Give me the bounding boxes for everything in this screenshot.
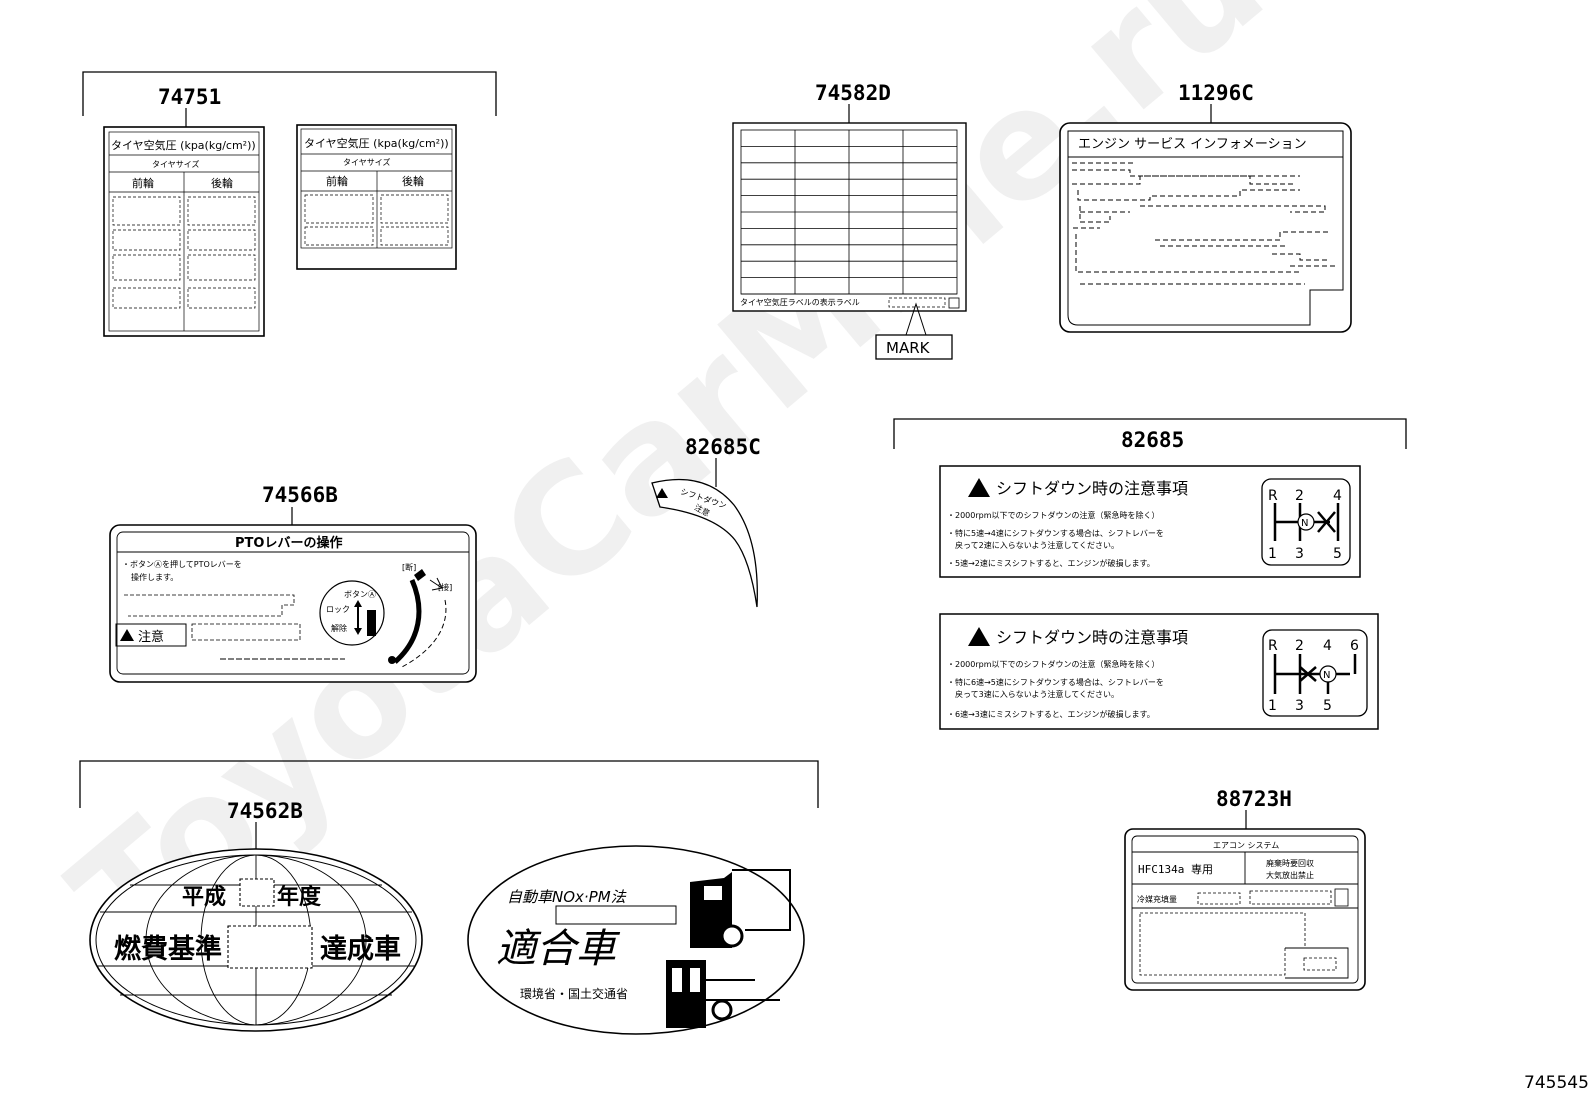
shift5-gear-r: R	[1268, 488, 1278, 504]
illustration-id: 745545	[1524, 1073, 1589, 1093]
shift5-line3: 戻って2速に入らないよう注意してください。	[955, 540, 1119, 550]
group-74562B: 74562B 平成 年度 燃費基準 達成車 自動車N	[79, 760, 819, 1035]
part-number-88723H[interactable]: 88723H	[1216, 787, 1292, 811]
tire-label-title-b: タイヤ空気圧 (kpa(kg/cm²))	[304, 136, 449, 150]
label-74582D-footer: タイヤ空気圧ラベルの表示ラベル	[740, 297, 860, 307]
group-82685C: 82685C シフトダウン 注意	[651, 435, 761, 608]
shift6-line4: ・6速→3速にミスシフトすると、エンジンが破損します。	[947, 709, 1155, 719]
shift5-gear-4: 4	[1333, 488, 1342, 504]
nox-pm-sticker: 自動車NOx·PM法 適合車 環境省・国土交通省	[467, 845, 805, 1035]
fuel-left-text: 燃費基準	[114, 933, 222, 965]
tire-pressure-label-b: タイヤ空気圧 (kpa(kg/cm²)) タイヤサイズ 前輪 後輪	[296, 124, 457, 270]
pto-lever-illustration: ボタンⒶ ロック 解除 [断] [接]	[319, 562, 452, 669]
group-11296C: 11296C エンジン サービス インフォメーション	[1059, 81, 1352, 333]
shift5-line4: ・5速→2速にミスシフトすると、エンジンが破損します。	[947, 558, 1155, 568]
shift5-line1: ・2000rpm以下でのシフトダウンの注意（緊急時を除く）	[947, 510, 1160, 520]
mark-callout[interactable]: MARK	[875, 334, 953, 360]
shift6-line3: 戻って3速に入らないよう注意してください。	[955, 689, 1119, 699]
shift5-gear-1: 1	[1268, 546, 1277, 562]
bus-icon	[666, 960, 780, 1028]
fuel-economy-sticker: 平成 年度 燃費基準 達成車	[89, 848, 423, 1032]
front-wheel-label: 前輪	[132, 176, 154, 190]
group-82685: 82685 シフトダウン時の注意事項 ・2000rpm以下でのシフトダウンの注意…	[893, 418, 1407, 730]
shift6-line1: ・2000rpm以下でのシフトダウンの注意（緊急時を除く）	[947, 659, 1160, 669]
group-74751: 74751 タイヤ空気圧 (kpa(kg/cm²)) タイヤサイズ 前輪 後輪	[82, 71, 497, 337]
shift6-gear-3: 3	[1295, 698, 1304, 714]
aircon-refrigerant: HFC134a 専用	[1138, 863, 1213, 876]
shift5-gear-3: 3	[1295, 546, 1304, 562]
aircon-recover2: 大気放出禁止	[1266, 870, 1314, 880]
pto-title: PTOレバーの操作	[235, 535, 342, 551]
nox-footer: 環境省・国土交通省	[520, 986, 628, 1001]
shift-title-6: シフトダウン時の注意事項	[996, 628, 1188, 647]
shift5-neutral: N	[1301, 518, 1308, 529]
shift-caution-label-5speed: シフトダウン時の注意事項 ・2000rpm以下でのシフトダウンの注意（緊急時を除…	[939, 465, 1361, 578]
part-number-74566B[interactable]: 74566B	[262, 483, 338, 507]
fuel-line1b: 年度	[277, 884, 322, 910]
tire-pressure-label-a: タイヤ空気圧 (kpa(kg/cm²)) タイヤサイズ 前輪 後輪	[103, 126, 265, 337]
pto-release-label: 解除	[331, 623, 347, 633]
shift-caution-label-6speed: シフトダウン時の注意事項 ・2000rpm以下でのシフトダウンの注意（緊急時を除…	[939, 613, 1379, 730]
nox-line1: 自動車NOx·PM法	[507, 888, 627, 906]
tire-size-label-b: タイヤサイズ	[343, 157, 391, 167]
engine-info-title: エンジン サービス インフォメーション	[1078, 137, 1307, 152]
pto-disengage-label: [断]	[402, 562, 416, 572]
shift6-gear-6: 6	[1350, 638, 1359, 654]
group-88723H: 88723H エアコン システム HFC134a 専用 廃棄時要回収 大気放出禁…	[1124, 787, 1366, 991]
shift5-line2: ・特に5速→4速にシフトダウンする場合は、シフトレバーを	[947, 528, 1164, 538]
shift5-gear-2: 2	[1295, 488, 1304, 504]
pto-line2: 操作します。	[131, 572, 178, 582]
shift6-line2: ・特に6速→5速にシフトダウンする場合は、シフトレバーを	[947, 677, 1164, 687]
shift6-gear-2: 2	[1295, 638, 1304, 654]
pto-line1: ・ボタンⒶを押してPTOレバーを	[122, 559, 242, 569]
part-number-11296C[interactable]: 11296C	[1178, 81, 1254, 105]
pto-button-label: ボタンⒶ	[344, 590, 376, 599]
truck-icon	[690, 869, 791, 948]
mark-label: MARK	[886, 339, 931, 357]
shift-title-5: シフトダウン時の注意事項	[996, 479, 1188, 498]
fuel-line1a: 平成	[182, 885, 226, 910]
group-74582D: 74582D タイヤ空気圧ラベルの表示ラベル MARK	[732, 81, 967, 360]
shift6-neutral: N	[1323, 670, 1330, 681]
front-wheel-label-b: 前輪	[326, 174, 348, 188]
nox-main: 適合車	[496, 926, 621, 972]
shift5-gear-5: 5	[1333, 546, 1342, 562]
pto-caution: 注意	[138, 629, 164, 645]
group-74566B: 74566B PTOレバーの操作 ・ボタンⒶを押してPTOレバーを 操作します。…	[109, 483, 477, 683]
shift6-gear-r: R	[1268, 638, 1278, 654]
aircon-recover1: 廃棄時要回収	[1266, 858, 1314, 868]
shift6-gear-5: 5	[1323, 698, 1332, 714]
fuel-right-text: 達成車	[320, 934, 401, 965]
aircon-title: エアコン システム	[1213, 841, 1279, 850]
shift6-gear-1: 1	[1268, 698, 1277, 714]
rear-wheel-label: 後輪	[211, 176, 233, 190]
part-number-74582D[interactable]: 74582D	[815, 81, 891, 105]
aircon-amount: 冷媒充填量	[1137, 894, 1177, 904]
shift6-gear-4: 4	[1323, 638, 1332, 654]
part-number-82685[interactable]: 82685	[1121, 428, 1184, 452]
tire-size-label: タイヤサイズ	[152, 159, 200, 169]
pto-engage-label: [接]	[438, 582, 452, 592]
pto-lock-label: ロック	[326, 605, 350, 614]
part-number-74751[interactable]: 74751	[158, 85, 221, 109]
part-number-82685C[interactable]: 82685C	[685, 435, 761, 459]
rear-wheel-label-b: 後輪	[402, 174, 424, 188]
part-number-74562B[interactable]: 74562B	[227, 799, 303, 823]
tire-label-title: タイヤ空気圧 (kpa(kg/cm²))	[111, 138, 256, 152]
